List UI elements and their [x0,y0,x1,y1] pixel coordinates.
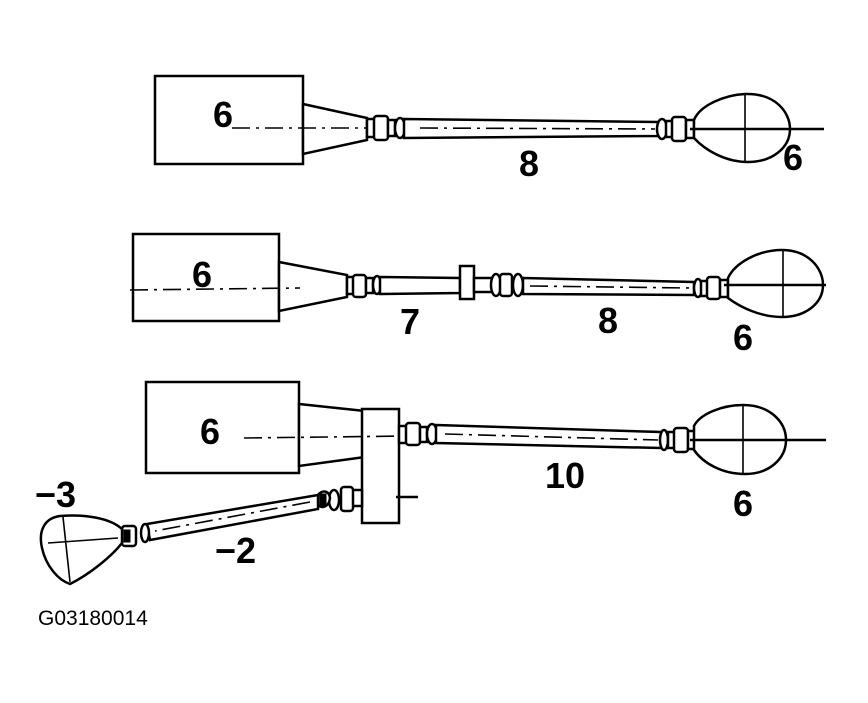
row-2-label-gearbox: 6 [192,254,212,295]
row-3-label-front-shaft: −2 [215,530,256,571]
row-3-transfer-case [360,407,401,525]
row-3-label-front-axle: −3 [35,474,76,515]
row-2-front-u-joint [351,273,368,299]
row-3-label-gearbox: 6 [200,411,220,452]
row-1-rear-u-joint [670,115,688,143]
row-2-front-shaft [378,275,462,296]
row-3-label-axle: 6 [733,483,753,524]
row-3-centerline [243,435,411,439]
row-1-label-shaft: 8 [519,143,539,184]
row-3-front-shaft [145,493,320,542]
row-1-front-u-joint [372,114,390,142]
row-1-gearbox-cone [301,102,369,156]
row-3-front-axle [39,514,124,586]
row-3-front-u-joint-rear [339,485,355,513]
row-2-center-bearing [458,264,476,301]
row-3-label-rear-shaft: 10 [545,455,585,496]
figure-id: G03180014 [38,607,148,630]
row-3-gearbox [144,380,301,475]
row-2-label-axle: 6 [733,317,753,358]
row-1-gearbox [153,74,305,166]
row-2-gearbox-cone [277,260,349,313]
row-3-gearbox-extension [297,402,367,468]
row-2-rear-u-joint [705,275,722,301]
row-2-center-u-joint [498,272,514,298]
row-2-driveline: 6 7 8 6 [129,232,826,358]
row-2-gearbox [131,232,281,323]
row-3-rear-u-joint-front [404,421,422,447]
row-3-driveline: 6 10 6 −2 −3 [35,380,826,586]
row-2-label-rear-shaft: 8 [598,300,618,341]
row-2-label-front-shaft: 7 [400,301,420,342]
row-1-driveline: 6 8 6 [153,74,824,184]
row-1-label-axle: 6 [783,137,803,178]
row-2-centerline [129,287,301,291]
row-3-rear-u-joint-rear [672,426,690,454]
row-1-label-gearbox: 6 [213,94,233,135]
row-2-rear-axle [726,248,825,319]
